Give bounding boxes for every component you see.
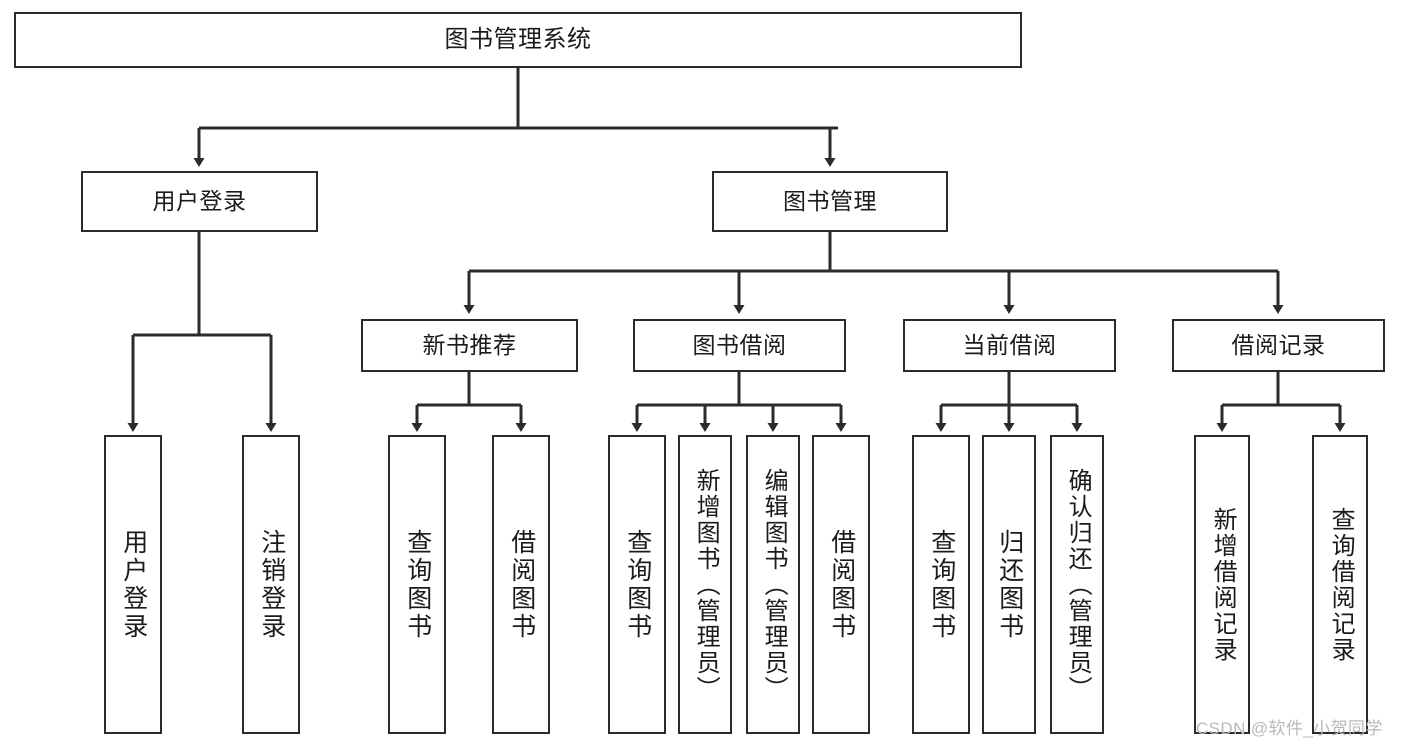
node-leaf-borrow-book-1-label: 借阅图书 xyxy=(507,528,536,641)
node-leaf-edit-book-admin[interactable]: 编辑图书（管理员） xyxy=(746,435,800,734)
node-current-borrow[interactable]: 当前借阅 xyxy=(903,319,1116,372)
node-leaf-add-book-admin-label: 新增图书（管理员） xyxy=(692,467,720,702)
node-leaf-borrow-book-2[interactable]: 借阅图书 xyxy=(812,435,870,734)
node-leaf-query-record-label: 查询借阅记录 xyxy=(1327,506,1355,663)
node-leaf-query-book-2-label: 查询图书 xyxy=(623,528,652,641)
node-root[interactable]: 图书管理系统 xyxy=(14,12,1022,68)
node-leaf-return-book-label: 归还图书 xyxy=(995,528,1024,641)
node-leaf-logout-label: 注销登录 xyxy=(257,528,286,641)
node-leaf-query-book-1-label: 查询图书 xyxy=(403,528,432,641)
node-leaf-user-login[interactable]: 用户登录 xyxy=(104,435,162,734)
node-new-book-recommend-label: 新书推荐 xyxy=(422,332,517,359)
node-root-label: 图书管理系统 xyxy=(444,26,592,54)
node-leaf-add-record[interactable]: 新增借阅记录 xyxy=(1194,435,1250,734)
node-leaf-user-login-label: 用户登录 xyxy=(119,528,148,641)
node-borrow-record[interactable]: 借阅记录 xyxy=(1172,319,1385,372)
node-user-login[interactable]: 用户登录 xyxy=(81,171,318,232)
node-leaf-confirm-return-admin-label: 确认归还（管理员） xyxy=(1064,467,1092,702)
node-leaf-borrow-book-1[interactable]: 借阅图书 xyxy=(492,435,550,734)
csdn-watermark: CSDN @软件_小贺同学 xyxy=(1196,719,1383,738)
node-leaf-query-book-1[interactable]: 查询图书 xyxy=(388,435,446,734)
node-leaf-logout[interactable]: 注销登录 xyxy=(242,435,300,734)
node-borrow-record-label: 借阅记录 xyxy=(1231,332,1326,359)
node-user-login-label: 用户登录 xyxy=(152,188,247,215)
node-book-manage-label: 图书管理 xyxy=(783,188,877,215)
node-leaf-query-book-3[interactable]: 查询图书 xyxy=(912,435,970,734)
node-leaf-borrow-book-2-label: 借阅图书 xyxy=(827,528,856,641)
node-leaf-query-record[interactable]: 查询借阅记录 xyxy=(1312,435,1368,734)
node-leaf-query-book-2[interactable]: 查询图书 xyxy=(608,435,666,734)
node-current-borrow-label: 当前借阅 xyxy=(962,332,1057,359)
node-leaf-query-book-3-label: 查询图书 xyxy=(927,528,956,641)
node-leaf-return-book[interactable]: 归还图书 xyxy=(982,435,1036,734)
node-book-manage[interactable]: 图书管理 xyxy=(712,171,948,232)
node-leaf-edit-book-admin-label: 编辑图书（管理员） xyxy=(760,467,788,702)
node-book-borrow[interactable]: 图书借阅 xyxy=(633,319,846,372)
node-leaf-confirm-return-admin[interactable]: 确认归还（管理员） xyxy=(1050,435,1104,734)
node-book-borrow-label: 图书借阅 xyxy=(692,332,787,359)
node-leaf-add-book-admin[interactable]: 新增图书（管理员） xyxy=(678,435,732,734)
node-leaf-add-record-label: 新增借阅记录 xyxy=(1209,506,1237,663)
node-new-book-recommend[interactable]: 新书推荐 xyxy=(361,319,578,372)
